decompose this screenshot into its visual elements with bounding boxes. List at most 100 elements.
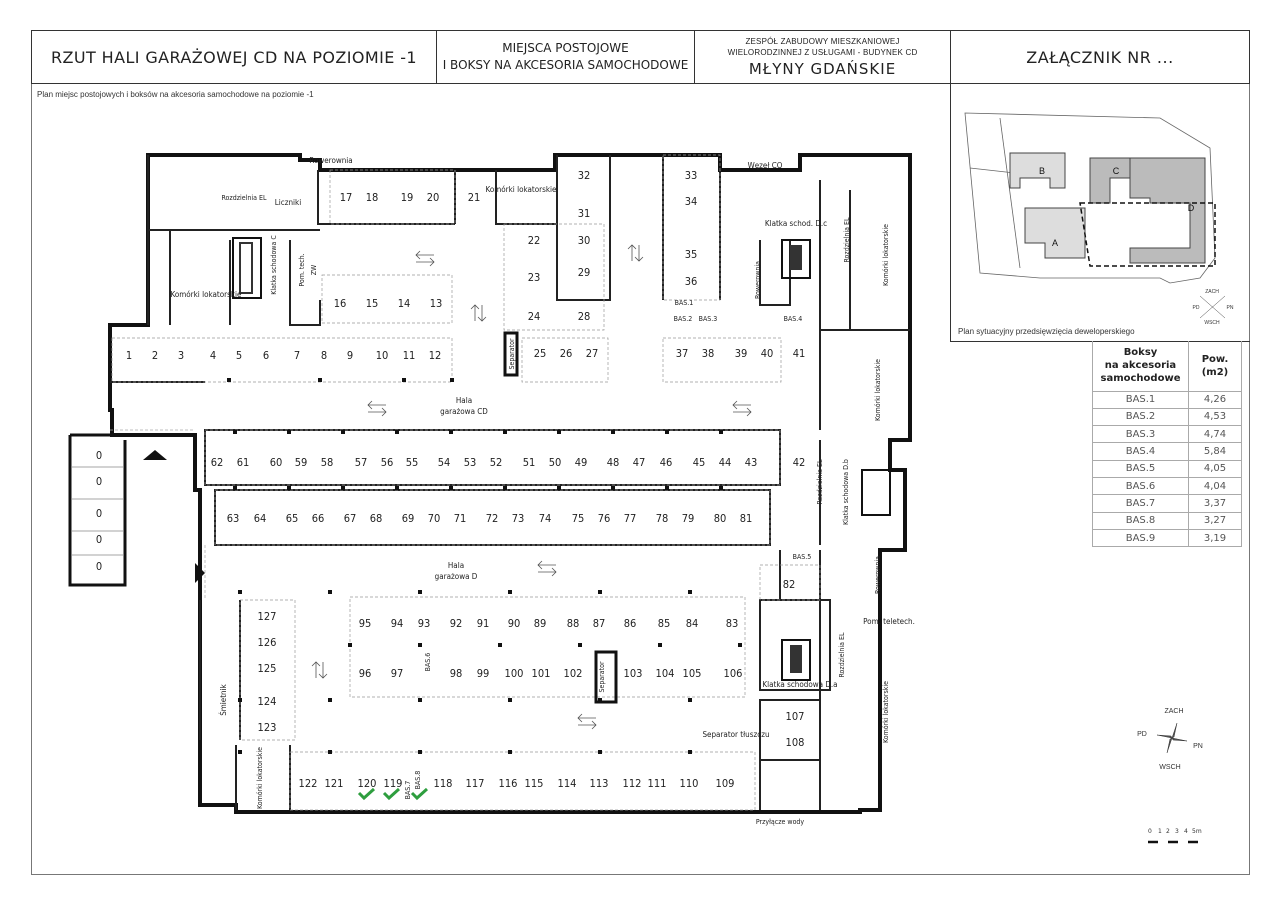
spot-label: 124 bbox=[258, 695, 277, 708]
spot-label: 113 bbox=[590, 777, 609, 790]
bas-name: BAS.3 bbox=[1092, 425, 1189, 444]
spot-label: 34 bbox=[685, 195, 698, 208]
site-plan-map: B A C D ZACH PD PN WSCH bbox=[964, 112, 1234, 326]
spot-label: 77 bbox=[624, 512, 637, 525]
spot-label: 98 bbox=[450, 667, 463, 680]
spot-label: 29 bbox=[578, 266, 591, 279]
scale-tick: 4 bbox=[1184, 828, 1188, 835]
spot-label: 12 bbox=[429, 349, 442, 362]
building-b bbox=[1009, 152, 1066, 189]
spot-label: 18 bbox=[366, 191, 379, 204]
spot-label: 106 bbox=[724, 667, 743, 680]
bas-col-name-l1: Boksy bbox=[1123, 347, 1158, 359]
spot-label: 8 bbox=[321, 349, 327, 362]
spot-label: 74 bbox=[539, 512, 552, 525]
annex-label: ZAŁĄCZNIK NR ... bbox=[951, 31, 1249, 83]
spot-label: 82 bbox=[783, 578, 796, 591]
site-compass-n: ZACH bbox=[1205, 289, 1219, 295]
room-label: Rozdzielnia EL bbox=[816, 459, 824, 504]
spot-label: 116 bbox=[499, 777, 518, 790]
bas-area: 4,04 bbox=[1188, 476, 1242, 496]
spot-label: 70 bbox=[428, 512, 441, 525]
aisle-guides bbox=[110, 429, 206, 600]
spot-label: 100 bbox=[505, 667, 524, 680]
drawing-title: RZUT HALI GARAŻOWEJ CD NA POZIOMIE -1 bbox=[32, 31, 437, 83]
bas-area: 3,19 bbox=[1188, 528, 1242, 548]
spot-label: 86 bbox=[624, 617, 637, 630]
spot-label: 105 bbox=[683, 667, 702, 680]
pillar bbox=[688, 750, 692, 754]
scale-tick: 2 bbox=[1166, 828, 1170, 835]
bas-table: Boksy na akcesoria samochodowe Pow. (m2)… bbox=[1092, 341, 1242, 548]
room-label: ZW bbox=[310, 264, 318, 275]
pillar bbox=[418, 643, 422, 647]
room-label: Pom. teletech. bbox=[863, 617, 915, 626]
pillar bbox=[328, 750, 332, 754]
pillar bbox=[318, 378, 322, 382]
site-compass-w: PD bbox=[1193, 305, 1200, 311]
bas-area: 3,37 bbox=[1188, 494, 1242, 513]
spot-label: 84 bbox=[686, 617, 699, 630]
building-d-label: D bbox=[1188, 203, 1195, 213]
spot-label: 45 bbox=[693, 456, 706, 469]
bas-label: BAS.4 bbox=[784, 315, 803, 323]
spot-label: 11 bbox=[403, 349, 416, 362]
spot-label: 50 bbox=[549, 456, 562, 469]
bas-col-area-l1: Pow. bbox=[1201, 353, 1229, 365]
spot-label: 16 bbox=[334, 297, 347, 310]
building-a bbox=[1024, 207, 1086, 259]
spot-label: 27 bbox=[586, 347, 599, 360]
spot-label: 107 bbox=[786, 710, 805, 723]
spot-label: 97 bbox=[391, 667, 404, 680]
project-name: MŁYNY GDAŃSKIE bbox=[748, 60, 897, 78]
site-compass: ZACH PD PN WSCH bbox=[1193, 289, 1234, 326]
spot-label: 60 bbox=[270, 456, 283, 469]
spot-label: 26 bbox=[560, 347, 573, 360]
pillar bbox=[719, 430, 723, 434]
spot-label: 48 bbox=[607, 456, 620, 469]
spot-label: 56 bbox=[381, 456, 394, 469]
spot-label: 23 bbox=[528, 271, 541, 284]
room-label: Rozdzielnia EL bbox=[838, 632, 846, 677]
pillar bbox=[395, 486, 399, 490]
room-label: Rozdzielnia EL bbox=[843, 217, 851, 262]
spot-label: 47 bbox=[633, 456, 646, 469]
building-a-label: A bbox=[1052, 238, 1058, 248]
pillar bbox=[402, 378, 406, 382]
entry-arrow-icon bbox=[143, 450, 167, 460]
compass-w: PD bbox=[1137, 731, 1147, 738]
pillar bbox=[449, 430, 453, 434]
purpose-line-1: MIEJSCA POSTOJOWE bbox=[502, 41, 629, 55]
spot-label: 94 bbox=[391, 617, 404, 630]
spot-label: 101 bbox=[532, 667, 551, 680]
scale-tick: 0 bbox=[1148, 828, 1152, 835]
spot-label: 121 bbox=[325, 777, 344, 790]
spot-label: 41 bbox=[793, 347, 806, 360]
spot-label: 102 bbox=[564, 667, 583, 680]
bas-label: BAS.8 bbox=[414, 771, 422, 790]
spot-label: 36 bbox=[685, 275, 698, 288]
spot-label: 6 bbox=[263, 349, 269, 362]
spot-label: 119 bbox=[384, 777, 403, 790]
pillar bbox=[498, 643, 502, 647]
hall-label: garażowa CD bbox=[440, 407, 488, 416]
spot-label: 73 bbox=[512, 512, 525, 525]
spot-label: 99 bbox=[477, 667, 490, 680]
spot-label: 66 bbox=[312, 512, 325, 525]
spot-label: 15 bbox=[366, 297, 379, 310]
separators bbox=[503, 331, 618, 704]
bas-area: 4,26 bbox=[1188, 390, 1242, 409]
spot-label: 64 bbox=[254, 512, 267, 525]
spot-label: 21 bbox=[468, 191, 481, 204]
spot-label: 125 bbox=[258, 662, 277, 675]
bas-name: BAS.8 bbox=[1092, 511, 1189, 530]
spot-label: 44 bbox=[719, 456, 732, 469]
spot-label: 22 bbox=[528, 234, 541, 247]
pillar bbox=[665, 486, 669, 490]
spot-label: 2 bbox=[152, 349, 158, 362]
